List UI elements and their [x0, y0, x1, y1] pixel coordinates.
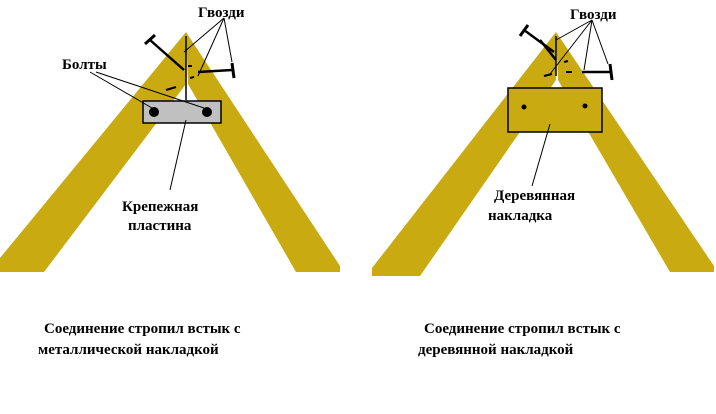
right-bolt-2: [582, 103, 588, 109]
right-nails-label: Гвозди: [570, 7, 617, 23]
left-bolt-1: [149, 107, 159, 117]
left-rafter-left-beam: [0, 32, 186, 272]
right-nails: [518, 24, 614, 81]
left-caption-line1: Соединение стропил встык с: [44, 321, 241, 337]
left-caption-line2: металлической накладкой: [38, 342, 219, 358]
left-plate-label-line1: Крепежная: [122, 199, 198, 215]
right-joint-diagram: Гвозди Деревянная накладка Соединение ст…: [372, 7, 714, 358]
left-bolt-2: [202, 107, 212, 117]
right-caption-line2: деревянной накладкой: [418, 342, 574, 358]
left-nails-pointers: [183, 17, 233, 77]
right-pad-label-line2: накладка: [488, 208, 553, 224]
left-rafter-right-beam: [186, 32, 340, 272]
right-nails-pointers: [549, 19, 609, 75]
left-plate-label-line2: пластина: [128, 218, 192, 234]
left-plate-pointer: [169, 119, 187, 191]
right-caption-line1: Соединение стропил встык с: [424, 321, 621, 337]
left-nails-label: Гвозди: [198, 5, 245, 21]
left-bolts-label: Болты: [62, 57, 107, 73]
right-pad-pointer: [531, 123, 551, 187]
left-nails: [143, 33, 236, 91]
right-rafter-right-beam: [556, 32, 714, 272]
right-wooden-pad: [507, 87, 603, 133]
right-pad-label-line1: Деревянная: [494, 188, 575, 204]
left-joint-diagram: Гвозди Болты Крепежная пластина Соединен…: [0, 5, 340, 358]
right-bolt-1: [521, 104, 527, 110]
left-bolts-pointers: [89, 71, 205, 109]
right-rafter-left-beam: [372, 32, 556, 276]
